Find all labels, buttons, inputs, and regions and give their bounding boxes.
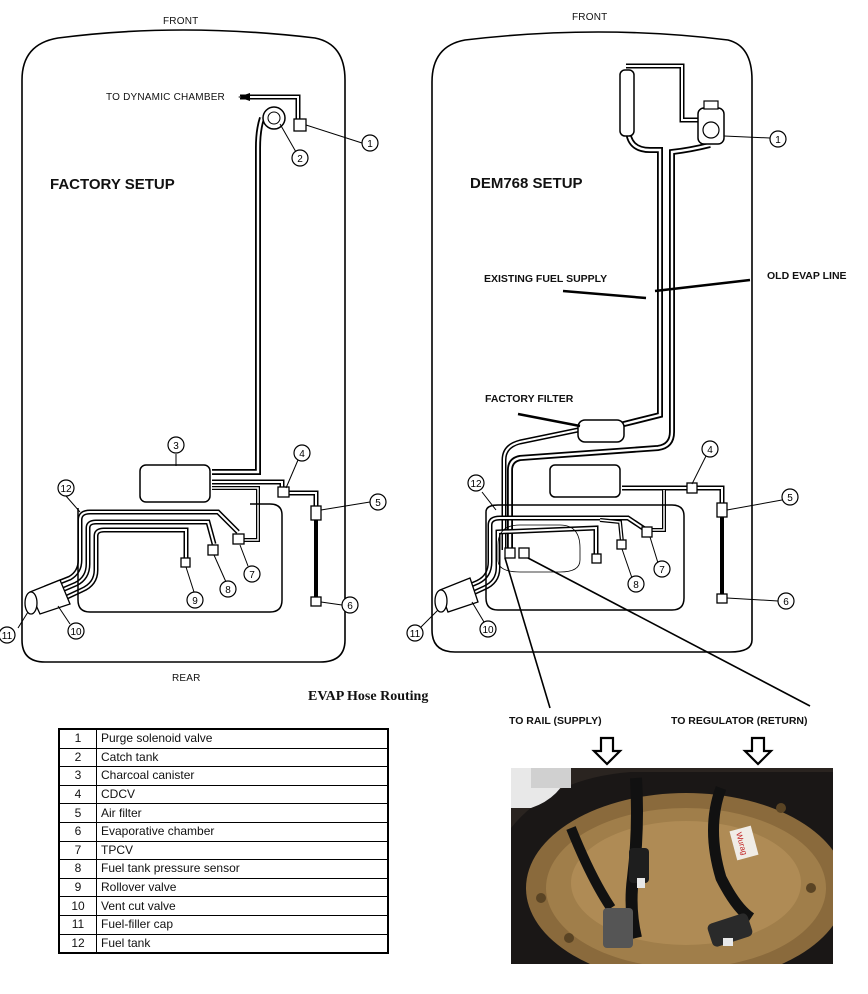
factory-filter-label: FACTORY FILTER (485, 393, 574, 405)
left-purge-valve (293, 118, 307, 132)
dem768-setup-title: DEM768 SETUP (470, 175, 583, 192)
rear-label: REAR (172, 673, 201, 684)
right-marker-label-10: 10 (482, 625, 494, 636)
legend-component-name: Air filter (96, 803, 389, 823)
right-marker-label-6: 6 (783, 597, 789, 608)
left-car-body-outline (21, 29, 346, 663)
legend-number: 2 (58, 747, 97, 768)
legend-component-name: Rollover valve (96, 877, 389, 898)
legend-number: 6 (58, 821, 97, 842)
legend-number: 7 (58, 840, 97, 861)
legend-component-name: Charcoal canister (96, 766, 389, 786)
marker-label-2: 2 (297, 154, 303, 165)
existing-fuel-supply-label: EXISTING FUEL SUPPLY (484, 273, 608, 285)
right-marker-label-7: 7 (659, 565, 665, 576)
down-arrow-icon (591, 736, 774, 766)
right-fuel-tank (485, 504, 685, 611)
left-charcoal-canister (139, 464, 211, 503)
marker-label-7: 7 (249, 570, 255, 581)
left-catch-tank (262, 106, 286, 130)
legend-component-name: Fuel tank pressure sensor (96, 859, 389, 879)
right-car-body-outline (431, 31, 753, 653)
right-markers (406, 130, 799, 642)
legend-component-name: Evaporative chamber (96, 821, 389, 842)
legend-component-name: Purge solenoid valve (96, 728, 389, 749)
figure-caption: EVAP Hose Routing (308, 689, 429, 704)
legend-number: 11 (58, 914, 97, 935)
left-markers (0, 134, 387, 644)
legend-component-name: Fuel-filler cap (96, 914, 389, 935)
right-marker-label-11: 11 (410, 629, 421, 640)
marker-label-5: 5 (375, 498, 381, 509)
right-filler-neck (434, 577, 479, 613)
right-front-label: FRONT (572, 12, 608, 23)
right-marker-label-1: 1 (775, 135, 781, 146)
right-marker-label-8: 8 (633, 580, 639, 591)
marker-label-10: 10 (70, 627, 82, 638)
right-marker-label-12: 12 (470, 479, 482, 490)
right-marker-label-5: 5 (787, 493, 793, 504)
right-hoses (454, 63, 725, 603)
legend-number: 12 (58, 933, 97, 954)
legend-number: 9 (58, 877, 97, 898)
marker-label-11: 11 (2, 631, 13, 642)
legend-number: 8 (58, 859, 97, 879)
to-dynamic-chamber-label: TO DYNAMIC CHAMBER (106, 92, 225, 103)
left-fuel-tank (77, 503, 283, 613)
legend-number: 5 (58, 803, 97, 823)
legend-component-name: CDCV (96, 784, 389, 805)
legend-component-name: Fuel tank (96, 933, 389, 954)
left-hoses (44, 94, 319, 607)
factory-setup-title: FACTORY SETUP (50, 176, 175, 193)
marker-label-4: 4 (299, 449, 305, 460)
legend-component-name: TPCV (96, 840, 389, 861)
marker-label-1: 1 (367, 139, 373, 150)
to-rail-label: TO RAIL (SUPPLY) (509, 715, 602, 727)
legend-number: 3 (58, 766, 97, 786)
fuel-pump-photo: Wurag (511, 768, 833, 964)
legend-number: 10 (58, 896, 97, 916)
legend-number: 4 (58, 784, 97, 805)
left-front-label: FRONT (163, 16, 199, 27)
marker-label-9: 9 (192, 596, 198, 607)
right-marker-label-4: 4 (707, 445, 713, 456)
old-evap-line-label: OLD EVAP LINE (767, 270, 847, 282)
marker-label-3: 3 (173, 441, 179, 452)
marker-label-6: 6 (347, 601, 353, 612)
left-arrow-to-dynamic-chamber (238, 93, 250, 101)
legend-component-name: Vent cut valve (96, 896, 389, 916)
left-filler-neck (24, 579, 71, 615)
right-canister (549, 464, 621, 498)
right-pump-plate (497, 524, 581, 573)
marker-label-12: 12 (60, 484, 72, 495)
to-regulator-label: TO REGULATOR (RETURN) (671, 715, 808, 727)
right-purge-valve (697, 107, 725, 145)
legend-component-name: Catch tank (96, 747, 389, 768)
right-factory-filter (577, 419, 625, 443)
fuel-pump-photo-drawing: Wurag (511, 768, 833, 964)
marker-label-8: 8 (225, 585, 231, 596)
right-inline-filter (619, 69, 635, 137)
legend-number: 1 (58, 728, 97, 749)
